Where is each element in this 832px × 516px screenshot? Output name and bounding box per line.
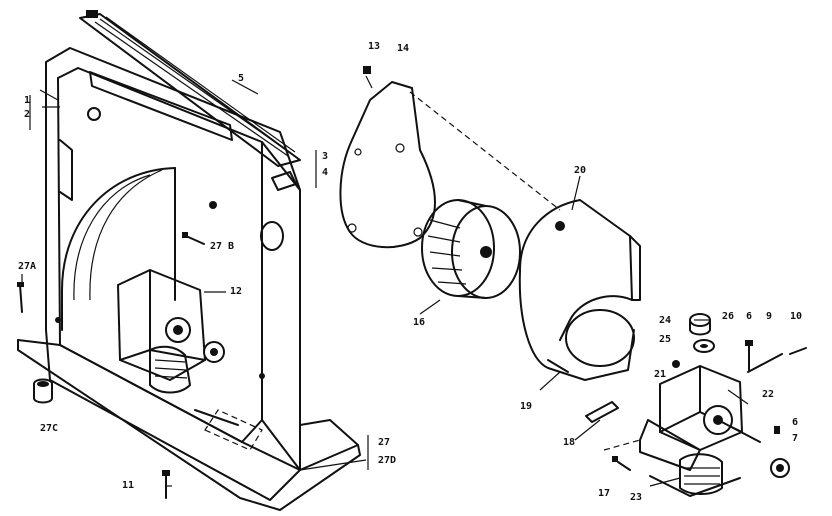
callout-25: 25 [659,334,672,345]
callout-23: 23 [630,492,643,503]
callout-20: 20 [574,165,587,176]
callout-3: 3 [322,151,329,162]
assembly-guide-line [409,91,561,211]
callout-2: 2 [24,109,31,120]
callout-14: 14 [397,43,410,54]
callout-22: 22 [762,389,775,400]
left-small-parts [17,107,297,499]
callout-24: 24 [659,315,672,326]
callout-21: 21 [654,369,667,380]
callout-26: 26 [722,311,735,322]
callout-6-lower: 6 [792,417,799,428]
callout-18: 18 [563,437,576,448]
blower-wheel [421,199,521,299]
callout-7: 7 [792,433,799,444]
callout-27d: 27D [378,455,397,466]
callout-12: 12 [230,286,243,297]
leader-lines [21,79,749,487]
callout-19: 19 [520,401,533,412]
cabinet-housing [17,47,361,511]
top-trim-strip [79,10,301,167]
callout-5: 5 [238,73,245,84]
callout-27b: 27 B [210,241,235,252]
callout-10: 10 [790,311,803,322]
callout-13: 13 [368,41,381,52]
callout-27a: 27A [18,261,37,272]
callout-27: 27 [378,437,391,448]
right-motor-assembly [585,313,807,497]
callout-11: 11 [122,480,135,491]
callout-16: 16 [413,317,426,328]
callout-9: 9 [766,311,773,322]
callout-6-upper: 6 [746,311,753,322]
scroll-plate [339,66,436,249]
blower-housing [518,199,641,381]
callout-4: 4 [322,167,329,178]
callout-27c: 27C [40,423,59,434]
callout-1: 1 [24,95,31,106]
callout-17: 17 [598,488,611,499]
motor-assembly [117,269,225,394]
